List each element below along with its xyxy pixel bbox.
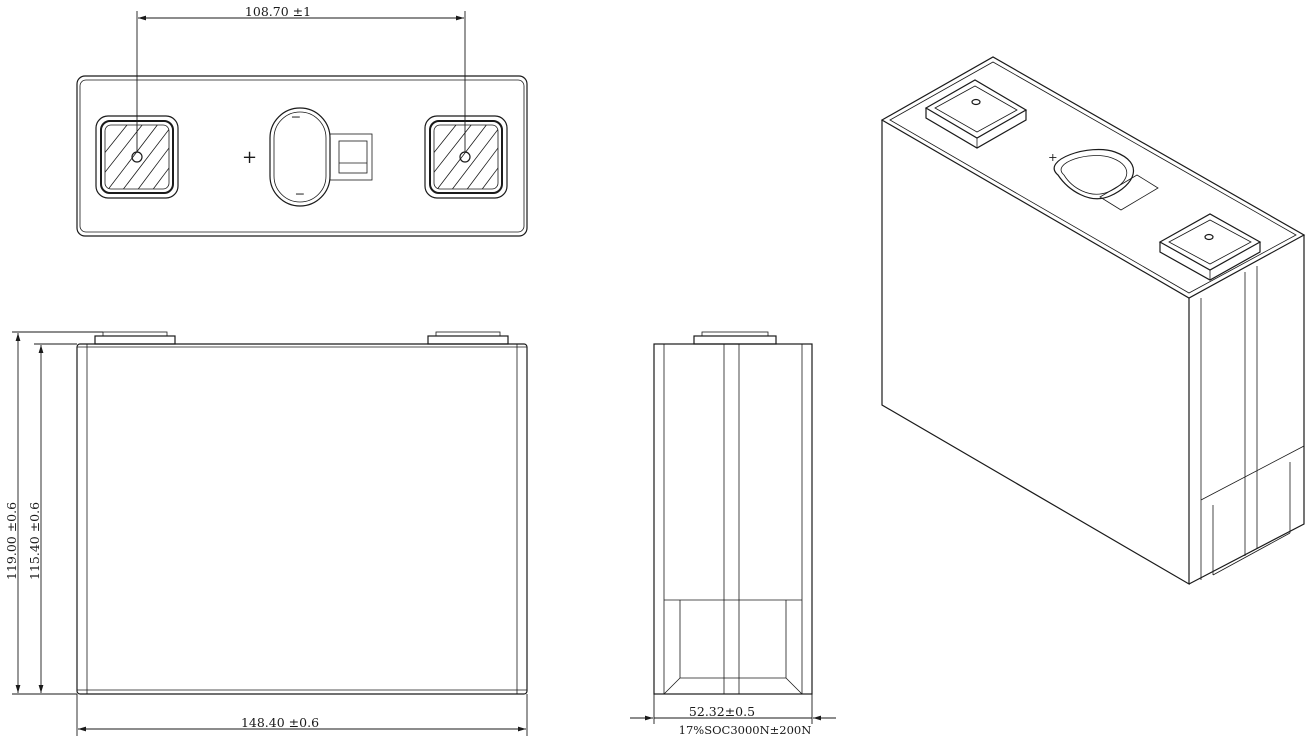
right-terminal [424,115,508,199]
thickness-condition-label: 17%SOC3000N±200N [679,723,812,737]
side-view: 52.32±0.5 17%SOC3000N±200N [630,331,836,737]
side-view-outline [653,343,813,695]
body-height-label: 115.40 ±0.6 [27,502,42,580]
total-height-label: 119.00 ±0.6 [4,502,19,580]
vent-mark-bottom: − [295,186,305,201]
isometric-view: + [880,56,1306,586]
vent-mark-top: − [291,109,301,124]
iso-vent [1053,148,1159,211]
width-label: 148.40 ±0.6 [241,715,319,730]
top-view-outline [76,75,528,237]
top-view: + − − 108.70 ±1 [76,4,528,237]
safety-vent [269,107,373,207]
thickness-label: 52.32±0.5 [689,704,755,719]
iso-terminal-left [924,79,1028,149]
iso-positive-symbol: + [1048,150,1058,164]
left-terminal [95,115,179,199]
front-view-outline [76,343,528,695]
terminal-pitch-label: 108.70 ±1 [245,4,311,19]
front-view: 119.00 ±0.6 115.40 ±0.6 148.40 ±0.6 [4,331,528,736]
positive-symbol: + [242,147,257,168]
iso-terminal-right [1158,213,1262,281]
